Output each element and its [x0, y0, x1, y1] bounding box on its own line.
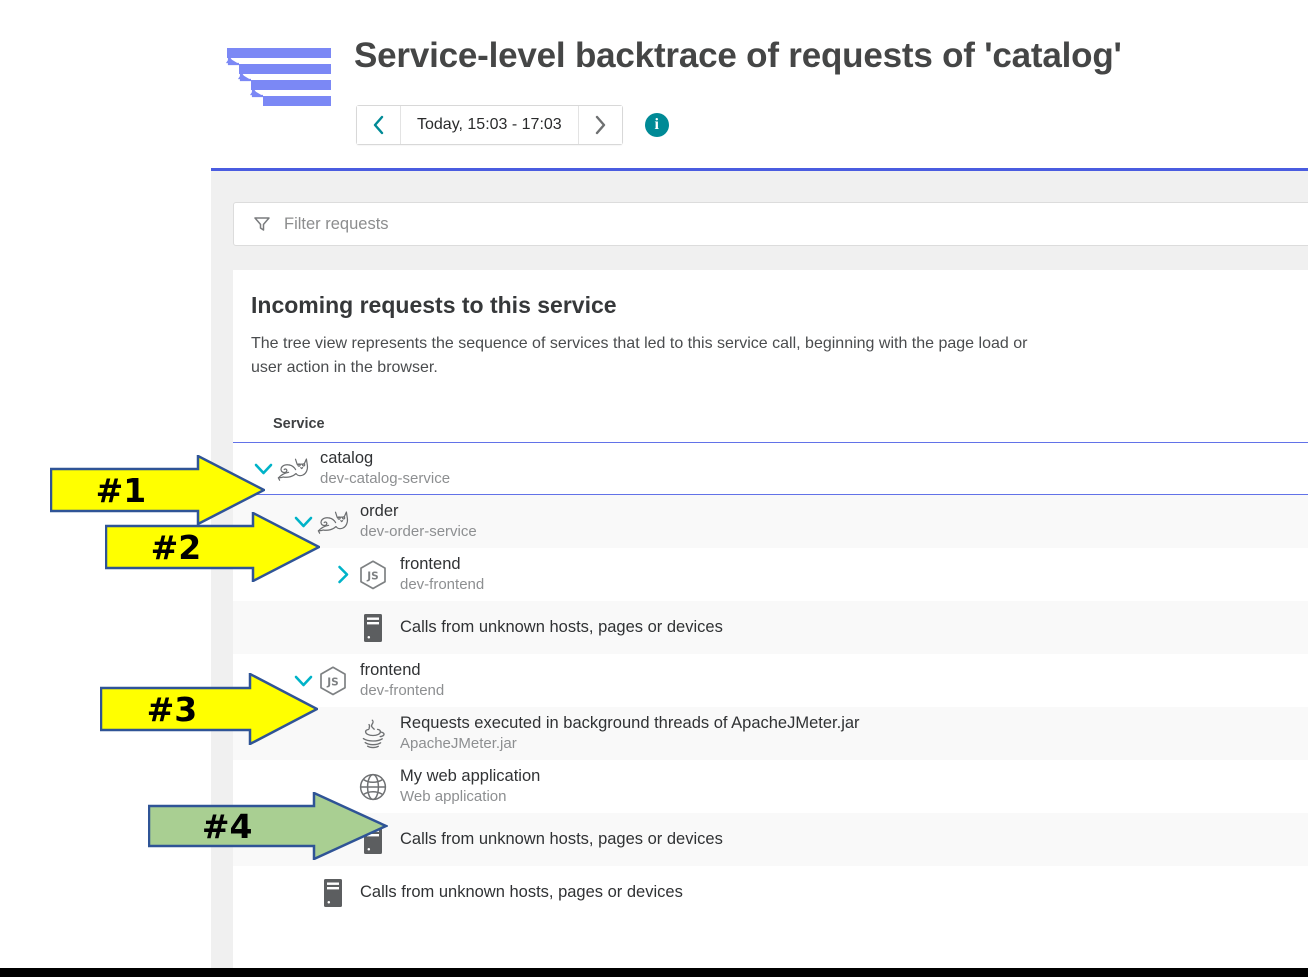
- tree-row[interactable]: Calls from unknown hosts, pages or devic…: [233, 601, 1308, 654]
- tree-row[interactable]: Requests executed in background threads …: [233, 707, 1308, 760]
- tomcat-cat-icon: [316, 495, 350, 548]
- tree-row-name: catalog: [320, 449, 374, 468]
- chevron-down-icon[interactable]: [290, 495, 316, 548]
- callout-label-1: #1: [95, 470, 147, 510]
- tomcat-cat-icon: [276, 443, 310, 494]
- tree-row-name: Requests executed in background threads …: [400, 714, 860, 733]
- nodejs-js-icon: JS: [316, 654, 350, 707]
- bottom-black-strip: [0, 968, 1308, 977]
- chevron-right-icon[interactable]: [330, 548, 356, 601]
- tree-row-labels: Calls from unknown hosts, pages or devic…: [400, 617, 723, 638]
- java-coffee-icon: [356, 707, 390, 760]
- tree-row-name: frontend: [360, 661, 421, 680]
- tree-row-labels: Calls from unknown hosts, pages or devic…: [360, 882, 683, 903]
- tree-row-labels: Requests executed in background threads …: [400, 713, 860, 753]
- page-title: Service-level backtrace of requests of '…: [354, 36, 1122, 75]
- tree-row-subtitle: Web application: [400, 787, 507, 805]
- svg-text:JS: JS: [326, 676, 338, 688]
- card-description: The tree view represents the sequence of…: [251, 335, 1028, 376]
- callout-arrow-1: #1: [50, 455, 265, 525]
- callout-arrow-2: #2: [105, 512, 320, 582]
- callout-label-3: #3: [146, 689, 198, 729]
- tree-row-subtitle: dev-frontend: [400, 575, 485, 593]
- funnel-icon: [253, 215, 271, 233]
- timeframe-prev-button[interactable]: [357, 106, 401, 144]
- callout-arrow-4: #4: [148, 792, 388, 860]
- timeframe-selector[interactable]: Today, 15:03 - 17:03: [356, 105, 623, 145]
- tree-row-subtitle: dev-order-service: [360, 522, 477, 540]
- nodejs-js-icon: JS: [356, 548, 390, 601]
- tree-row-name: Calls from unknown hosts, pages or devic…: [400, 618, 723, 637]
- tree-row-subtitle: dev-catalog-service: [320, 469, 451, 487]
- tree-row[interactable]: Calls from unknown hosts, pages or devic…: [233, 866, 1308, 919]
- tree-row[interactable]: Calls from unknown hosts, pages or devic…: [233, 813, 1308, 866]
- chevron-down-icon[interactable]: [290, 654, 316, 707]
- page-header: Service-level backtrace of requests of '…: [211, 0, 1308, 168]
- tree-row-labels: Calls from unknown hosts, pages or devic…: [400, 829, 723, 850]
- tree-row-subtitle: dev-frontend: [360, 681, 445, 699]
- callout-arrow-3: #3: [100, 673, 318, 745]
- timeframe-bar: Today, 15:03 - 17:03 i: [356, 105, 669, 145]
- info-icon[interactable]: i: [644, 113, 669, 137]
- tree-row-name: My web application: [400, 767, 541, 786]
- timeframe-value[interactable]: Today, 15:03 - 17:03: [417, 116, 562, 133]
- tree-row-name: Calls from unknown hosts, pages or devic…: [360, 883, 683, 902]
- filter-requests-input[interactable]: Filter requests: [233, 202, 1308, 246]
- column-header-service: Service: [273, 416, 325, 432]
- callout-label-2: #2: [150, 527, 202, 567]
- incoming-requests-card: Incoming requests to this service The tr…: [233, 270, 1308, 971]
- svg-text:JS: JS: [366, 570, 378, 582]
- tree-row-name: frontend: [400, 555, 461, 574]
- filter-placeholder-text: Filter requests: [284, 214, 389, 233]
- tree-row-name: order: [360, 502, 399, 521]
- server-tower-icon: [316, 866, 350, 919]
- title-row: Service-level backtrace of requests of '…: [211, 36, 1122, 114]
- chevron-down-icon[interactable]: [250, 443, 276, 494]
- backtrace-waterfall-icon: [219, 46, 337, 114]
- tree-row-subtitle: ApacheJMeter.jar: [400, 734, 517, 752]
- card-title: Incoming requests to this service: [251, 292, 617, 318]
- filter-bar: Filter requests: [233, 202, 1308, 246]
- timeframe-next-button[interactable]: [577, 106, 622, 144]
- callout-label-4: #4: [201, 806, 253, 846]
- server-tower-icon: [356, 601, 390, 654]
- content-panel: Filter requests Incoming requests to thi…: [211, 168, 1308, 971]
- globe-icon: [356, 760, 390, 813]
- tree-row-name: Calls from unknown hosts, pages or devic…: [400, 830, 723, 849]
